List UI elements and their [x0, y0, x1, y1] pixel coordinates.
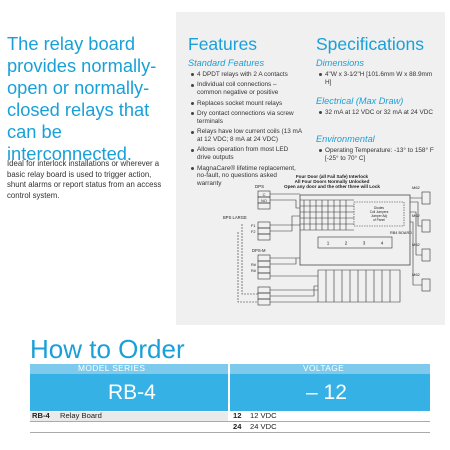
order-table-divider — [228, 364, 230, 411]
column-header-model-series: MODEL SERIES — [78, 363, 146, 373]
mag-label: M62 — [412, 272, 421, 277]
feature-item: MagnaCare® lifetime replacement, no-faul… — [190, 165, 302, 188]
feature-item: Allows operation from most LED drive out… — [190, 146, 302, 162]
order-row-highlight — [30, 412, 228, 421]
bps-large-block: BPS LARGE F1 F2 — [223, 215, 271, 241]
wiring-diagram: Four Door (all Fail Safe) Interlock All … — [223, 174, 431, 306]
intro-headline: The relay board provides normally-open o… — [7, 33, 157, 164]
relay-number: 4 — [381, 241, 384, 246]
bps-label: BPS LARGE — [223, 215, 247, 220]
feature-item: Individual coil connections – common neg… — [190, 81, 302, 97]
terminal-label: C — [263, 193, 266, 197]
order-table-header-bar — [30, 364, 430, 374]
environmental-heading: Environmental — [316, 134, 375, 144]
terminal-label: R# — [251, 263, 257, 267]
relay-number: 3 — [363, 241, 366, 246]
terminal-label: F1 — [251, 224, 255, 228]
specifications-title: Specifications — [316, 34, 424, 54]
terminal-label: R# — [251, 269, 257, 273]
diagram-note: Diodes — [374, 206, 384, 210]
diagram-title-line: All Four Doors Normally Unlocked — [295, 179, 370, 184]
board-label: RB4 BOARD — [390, 231, 412, 235]
model-series-value: RB-4 — [108, 381, 156, 404]
intro-body: Ideal for interlock installations or whe… — [7, 159, 162, 200]
mag-lock-blocks: M62 M62 M62 M62 — [412, 185, 431, 292]
rb4-board: Diodes Coil Jumpers Jumper Adj of Panel … — [299, 194, 412, 303]
diagram-note: of Panel — [373, 218, 385, 222]
terminal-label: NO — [261, 199, 267, 203]
order-row-voltage-desc: 24 VDC — [250, 422, 277, 431]
column-header-voltage: VOLTAGE — [303, 363, 345, 373]
features-subtitle: Standard Features — [188, 58, 265, 68]
order-row-voltage-code: 12 — [233, 411, 242, 420]
order-row-voltage-code: 24 — [233, 422, 242, 431]
diagram-title-line: Open any door and the other three will L… — [284, 184, 380, 189]
order-row-divider — [30, 432, 430, 433]
electrical-item: 32 mA at 12 VDC or 32 mA at 24 VDC — [318, 109, 436, 117]
order-row-model-desc: Relay Board — [60, 411, 102, 420]
voltage-value: – 12 — [306, 381, 347, 404]
dimensions-list: 4"W x 3-1⁄2"H [101.6mm W x 88.9mm H] — [318, 71, 436, 89]
order-row-model-code: RB-4 — [32, 411, 50, 420]
dimensions-heading: Dimensions — [316, 58, 364, 68]
diagram-note: Jumper Adj — [371, 214, 387, 218]
environmental-list: Operating Temperature: -13° to 158° F [-… — [318, 147, 436, 165]
features-list: 4 DPDT relays with 2 A contacts Individu… — [190, 71, 302, 191]
feature-item: 4 DPDT relays with 2 A contacts — [190, 71, 302, 79]
feature-item: Replaces socket mount relays — [190, 100, 302, 108]
terminal-label: F2 — [251, 230, 255, 234]
dps-m-block: DPS-M R# R# — [251, 248, 271, 280]
features-title: Features — [188, 34, 258, 54]
order-row-voltage-desc: 12 VDC — [250, 411, 277, 420]
diagram-note: Coil Jumpers — [370, 210, 389, 214]
dps-terminal-block: DPS C NO — [255, 184, 271, 210]
order-row-divider — [30, 421, 430, 422]
relay-number: 2 — [345, 241, 348, 246]
order-table-value-bar — [30, 374, 430, 411]
dps-m-label: DPS-M — [252, 248, 266, 253]
feature-item: Dry contact connections via screw termin… — [190, 110, 302, 126]
relay-number: 1 — [327, 241, 330, 246]
environmental-item: Operating Temperature: -13° to 158° F [-… — [318, 147, 436, 163]
electrical-list: 32 mA at 12 VDC or 32 mA at 24 VDC — [318, 109, 436, 119]
diagram-title-line: Four Door (all Fail Safe) Interlock — [296, 174, 369, 179]
how-to-order-title: How to Order — [30, 334, 185, 364]
feature-item: Relays have low current coils (13 mA at … — [190, 128, 302, 144]
mag-label: M62 — [412, 185, 421, 190]
dimensions-item: 4"W x 3-1⁄2"H [101.6mm W x 88.9mm H] — [318, 71, 436, 87]
dps-label: DPS — [255, 184, 264, 189]
electrical-heading: Electrical (Max Draw) — [316, 96, 404, 106]
dps-lower-block — [257, 286, 271, 306]
